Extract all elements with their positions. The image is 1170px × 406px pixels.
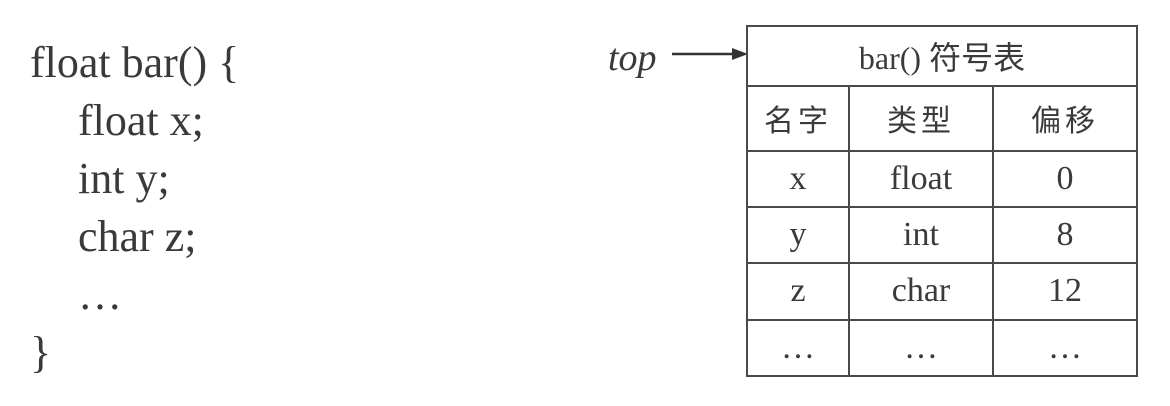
table-row: x float 0 bbox=[746, 149, 1138, 209]
code-line: } bbox=[30, 328, 52, 377]
cell-offset: 12 bbox=[992, 262, 1138, 321]
cell-type: int bbox=[848, 206, 994, 265]
symbol-table-title-row: bar() 符号表 bbox=[746, 25, 1138, 87]
cell-name: z bbox=[746, 262, 850, 321]
code-block: float bar() { float x; int y; char z; … … bbox=[30, 34, 239, 382]
code-line: int y; bbox=[78, 154, 170, 203]
cell-type: float bbox=[848, 149, 994, 209]
cell-name: x bbox=[746, 149, 850, 209]
code-line: char z; bbox=[78, 212, 197, 261]
code-line: float bar() { bbox=[30, 38, 240, 87]
code-line: … bbox=[78, 270, 122, 319]
cell-offset: … bbox=[992, 318, 1138, 378]
top-pointer-label: top bbox=[608, 37, 657, 79]
table-row: y int 8 bbox=[746, 206, 1138, 265]
table-row: … … … bbox=[746, 318, 1138, 378]
code-line: float x; bbox=[78, 96, 204, 145]
table-row: z char 12 bbox=[746, 262, 1138, 321]
top-pointer-arrow-icon bbox=[672, 48, 748, 60]
symbol-table: bar() 符号表 名字 类型 偏移 x float 0 y int 8 z c… bbox=[746, 25, 1138, 378]
symbol-table-header-row: 名字 类型 偏移 bbox=[746, 85, 1138, 152]
cell-type: … bbox=[848, 318, 994, 378]
header-type: 类型 bbox=[848, 85, 994, 152]
symbol-table-title: bar() 符号表 bbox=[746, 25, 1138, 87]
cell-name: y bbox=[746, 206, 850, 265]
header-name: 名字 bbox=[746, 85, 850, 152]
cell-name: … bbox=[746, 318, 850, 378]
cell-type: char bbox=[848, 262, 994, 321]
cell-offset: 0 bbox=[992, 149, 1138, 209]
header-offset: 偏移 bbox=[992, 85, 1138, 152]
cell-offset: 8 bbox=[992, 206, 1138, 265]
